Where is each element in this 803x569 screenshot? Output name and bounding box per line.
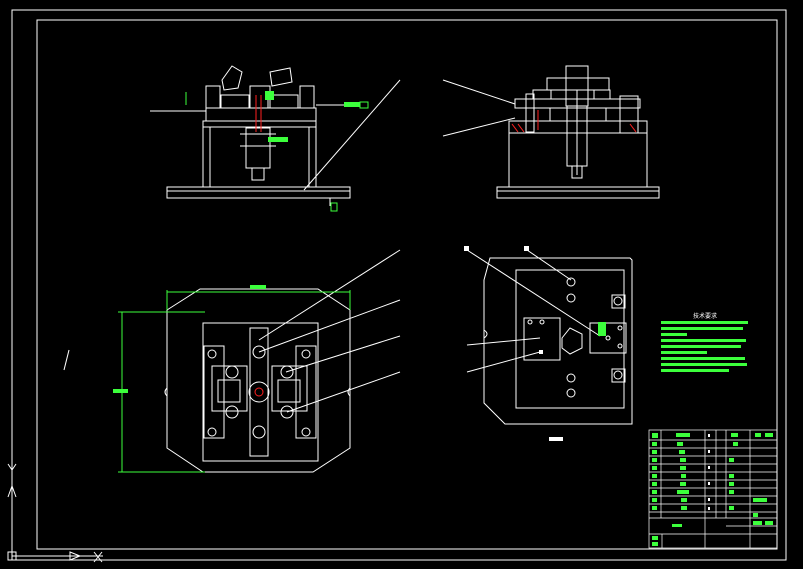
top-plan-hatch	[254, 387, 264, 397]
ucs-axis-icon	[7, 463, 103, 563]
base-plan-marks	[464, 246, 563, 441]
technical-requirements-text	[661, 321, 748, 372]
parts-list-numbers	[708, 434, 710, 510]
sheet-border	[11, 9, 787, 561]
front-elevation-dimensions	[185, 91, 369, 212]
top-plan-view[interactable]	[63, 79, 401, 473]
parts-list-entries	[652, 433, 773, 546]
side-elevation-hatch	[511, 110, 637, 133]
base-plan-view[interactable]	[466, 249, 633, 425]
side-elevation-view[interactable]	[442, 65, 660, 199]
front-elevation-hatch	[255, 95, 262, 132]
parts-list-table[interactable]	[648, 429, 778, 549]
technical-requirements-heading: 技术要求	[693, 312, 717, 320]
top-plan-dimensions	[113, 285, 351, 473]
base-plan-highlight	[598, 322, 606, 336]
